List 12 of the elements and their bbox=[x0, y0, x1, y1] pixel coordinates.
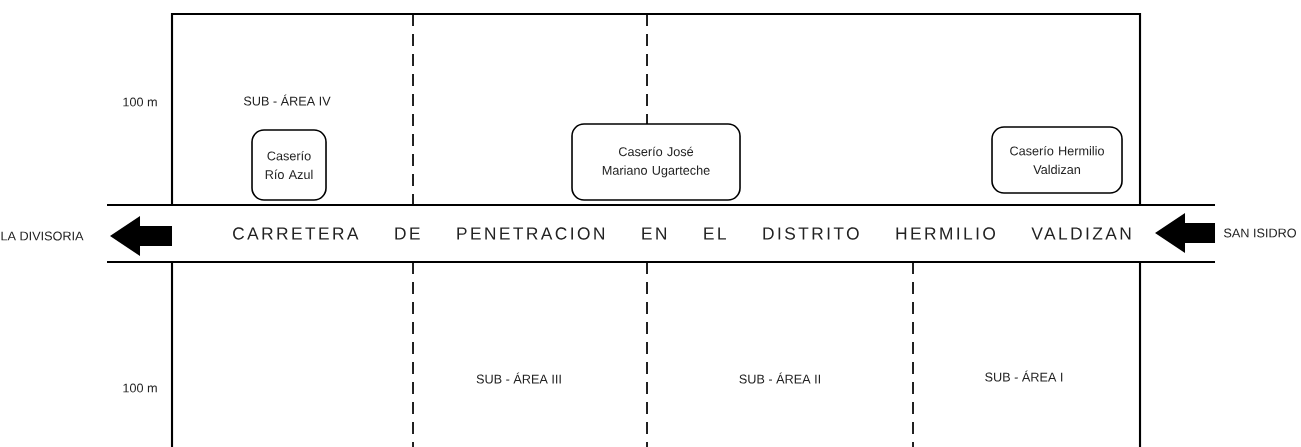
area-label: SUB - ÁREA IV bbox=[243, 94, 331, 106]
area-label: SUB - ÁREA I bbox=[985, 370, 1063, 382]
place-label: LA DIVISORIA bbox=[1, 231, 84, 241]
dimension-label: 100 m bbox=[123, 97, 157, 107]
settlement-box: Caserío José Mariano Ugarteche bbox=[571, 123, 741, 201]
place-label: SAN ISIDRO bbox=[1224, 228, 1296, 238]
area-label: SUB - ÁREA II bbox=[739, 372, 820, 384]
settlement-box: Caserío Río Azul bbox=[251, 129, 327, 201]
settlement-box: Caserío Hermilio Valdizan bbox=[991, 126, 1123, 194]
dimension-label: 100 m bbox=[123, 383, 157, 393]
road-band: CARRETERA DE PENETRACION EN EL DISTRITO HERMILIO VALDIZAN bbox=[107, 203, 1215, 264]
area-label: SUB - ÁREA III bbox=[476, 372, 561, 384]
